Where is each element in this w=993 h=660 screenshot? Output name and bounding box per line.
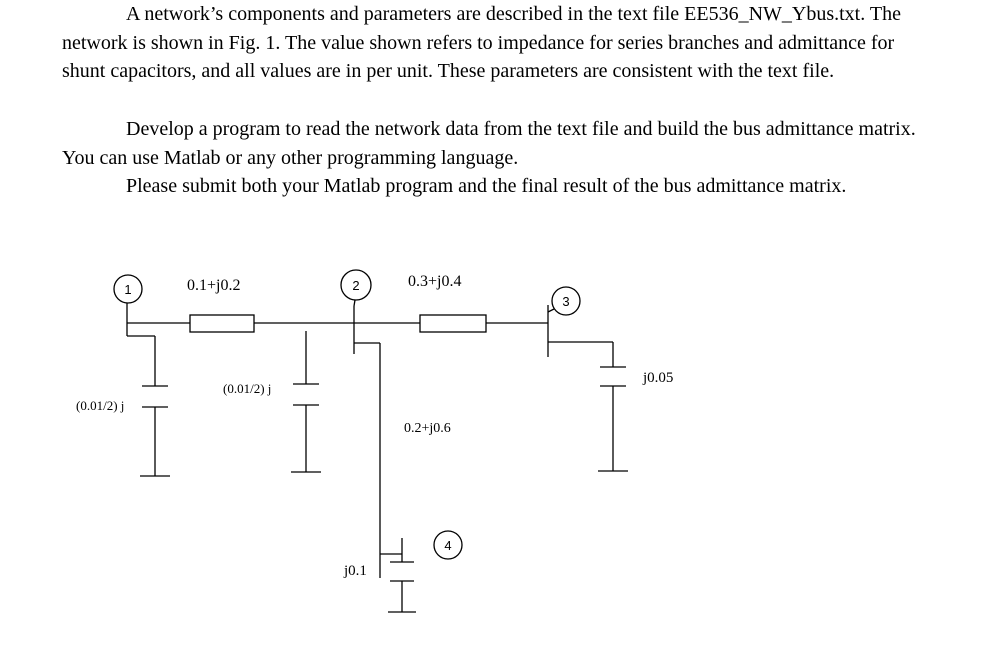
- bus-1-circle: [113, 274, 143, 304]
- bus-2-label: 2: [352, 278, 359, 293]
- branch-1-2-label: 0.1+j0.2: [187, 277, 240, 294]
- bus-4-circle: [433, 530, 463, 560]
- bus-2-circle: [340, 269, 372, 301]
- bus-1-label: 1: [124, 282, 131, 297]
- paragraph-submit-text: Please submit both your Matlab program a…: [126, 175, 847, 197]
- branch-2-4-label: 0.2+j0.6: [404, 421, 451, 436]
- paragraph-submit: Please submit both your Matlab program a…: [62, 172, 942, 201]
- paragraph-task-text: Develop a program to read the network da…: [62, 118, 916, 169]
- bus-3-label: 3: [562, 294, 569, 309]
- shunt-bus2-label: (0.01/2) j: [223, 381, 271, 396]
- shunt-bus3-label: j0.05: [642, 370, 673, 386]
- paragraph-task: Develop a program to read the network da…: [62, 115, 942, 172]
- shunt-bus4-label: j0.1: [343, 563, 367, 579]
- paragraph-intro-text: A network’s components and parameters ar…: [62, 3, 901, 83]
- branch-2-3-label: 0.3+j0.4: [408, 273, 461, 290]
- paragraph-intro: A network’s components and parameters ar…: [62, 0, 942, 86]
- bus-3-circle: [551, 286, 581, 316]
- bus-4-label: 4: [444, 538, 451, 553]
- impedance-1-2: [189, 314, 255, 333]
- impedance-2-3: [419, 314, 487, 333]
- shunt-bus1-label: (0.01/2) j: [76, 398, 124, 413]
